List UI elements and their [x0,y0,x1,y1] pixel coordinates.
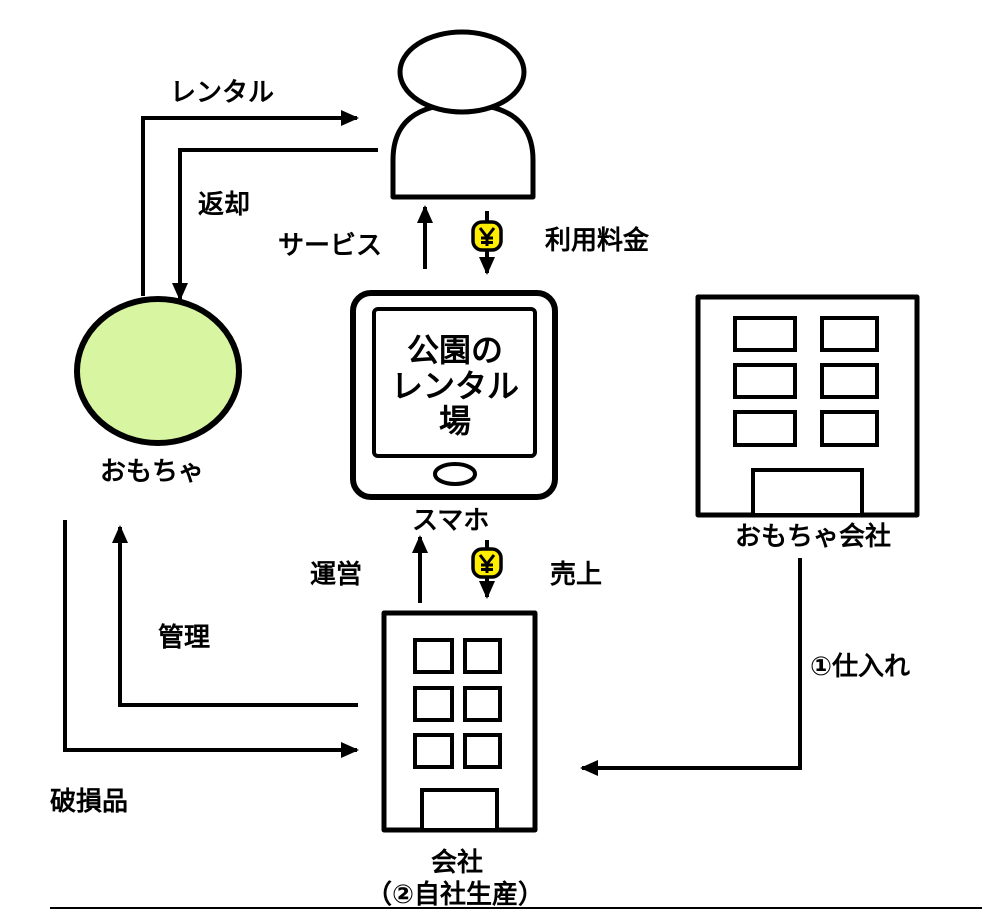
operation-label: 運営 [310,560,362,590]
window [733,410,797,447]
window [733,316,797,352]
rental-label: レンタル [170,78,274,108]
toy-label: おもちゃ [100,457,204,487]
management-arrow [112,525,358,707]
sales-label: 売上 [550,560,602,590]
toy-company-building-icon [695,294,920,518]
company-note-label: （②自社生産） [366,879,544,910]
window [413,686,454,722]
toy-company-label: おもちゃ会社 [735,521,891,552]
window [413,733,454,769]
person-head [397,29,527,115]
door [420,788,499,832]
company-building-icon [381,610,538,833]
usage-fee-label: 利用料金 [545,225,650,256]
phone-home-button [433,462,477,486]
purchase-arrow [580,558,802,776]
yen-coin-icon [471,547,503,579]
phone-screen [372,307,537,458]
return-label: 返却 [198,190,250,220]
damaged-goods-arrow [63,520,359,758]
window [463,686,502,722]
purchase-label: ①仕入れ [810,652,910,682]
door [751,468,864,517]
phone-screen-line-2: レンタル [391,367,519,405]
window [463,733,502,769]
smartphone-label: スマホ [412,506,489,536]
rental-arrow [141,110,359,296]
person-body [390,101,536,200]
phone-screen-line-1: 公園の [407,331,503,369]
service-label: サービス [278,231,382,261]
smartphone-icon: 公園の レンタル 場 [350,290,558,500]
management-label: 管理 [158,623,210,653]
phone-screen-line-3: 場 [439,402,471,440]
person-icon [390,29,536,200]
yen-coin-icon [471,220,503,252]
window [463,638,502,674]
damaged-goods-label: 破損品 [50,787,128,817]
window [733,363,797,399]
window [820,316,879,352]
return-arrow [172,148,378,301]
window [820,410,879,447]
company-label: 会社 [431,847,483,878]
toy-circle-icon [74,296,242,446]
window [413,638,454,674]
window [820,363,879,399]
